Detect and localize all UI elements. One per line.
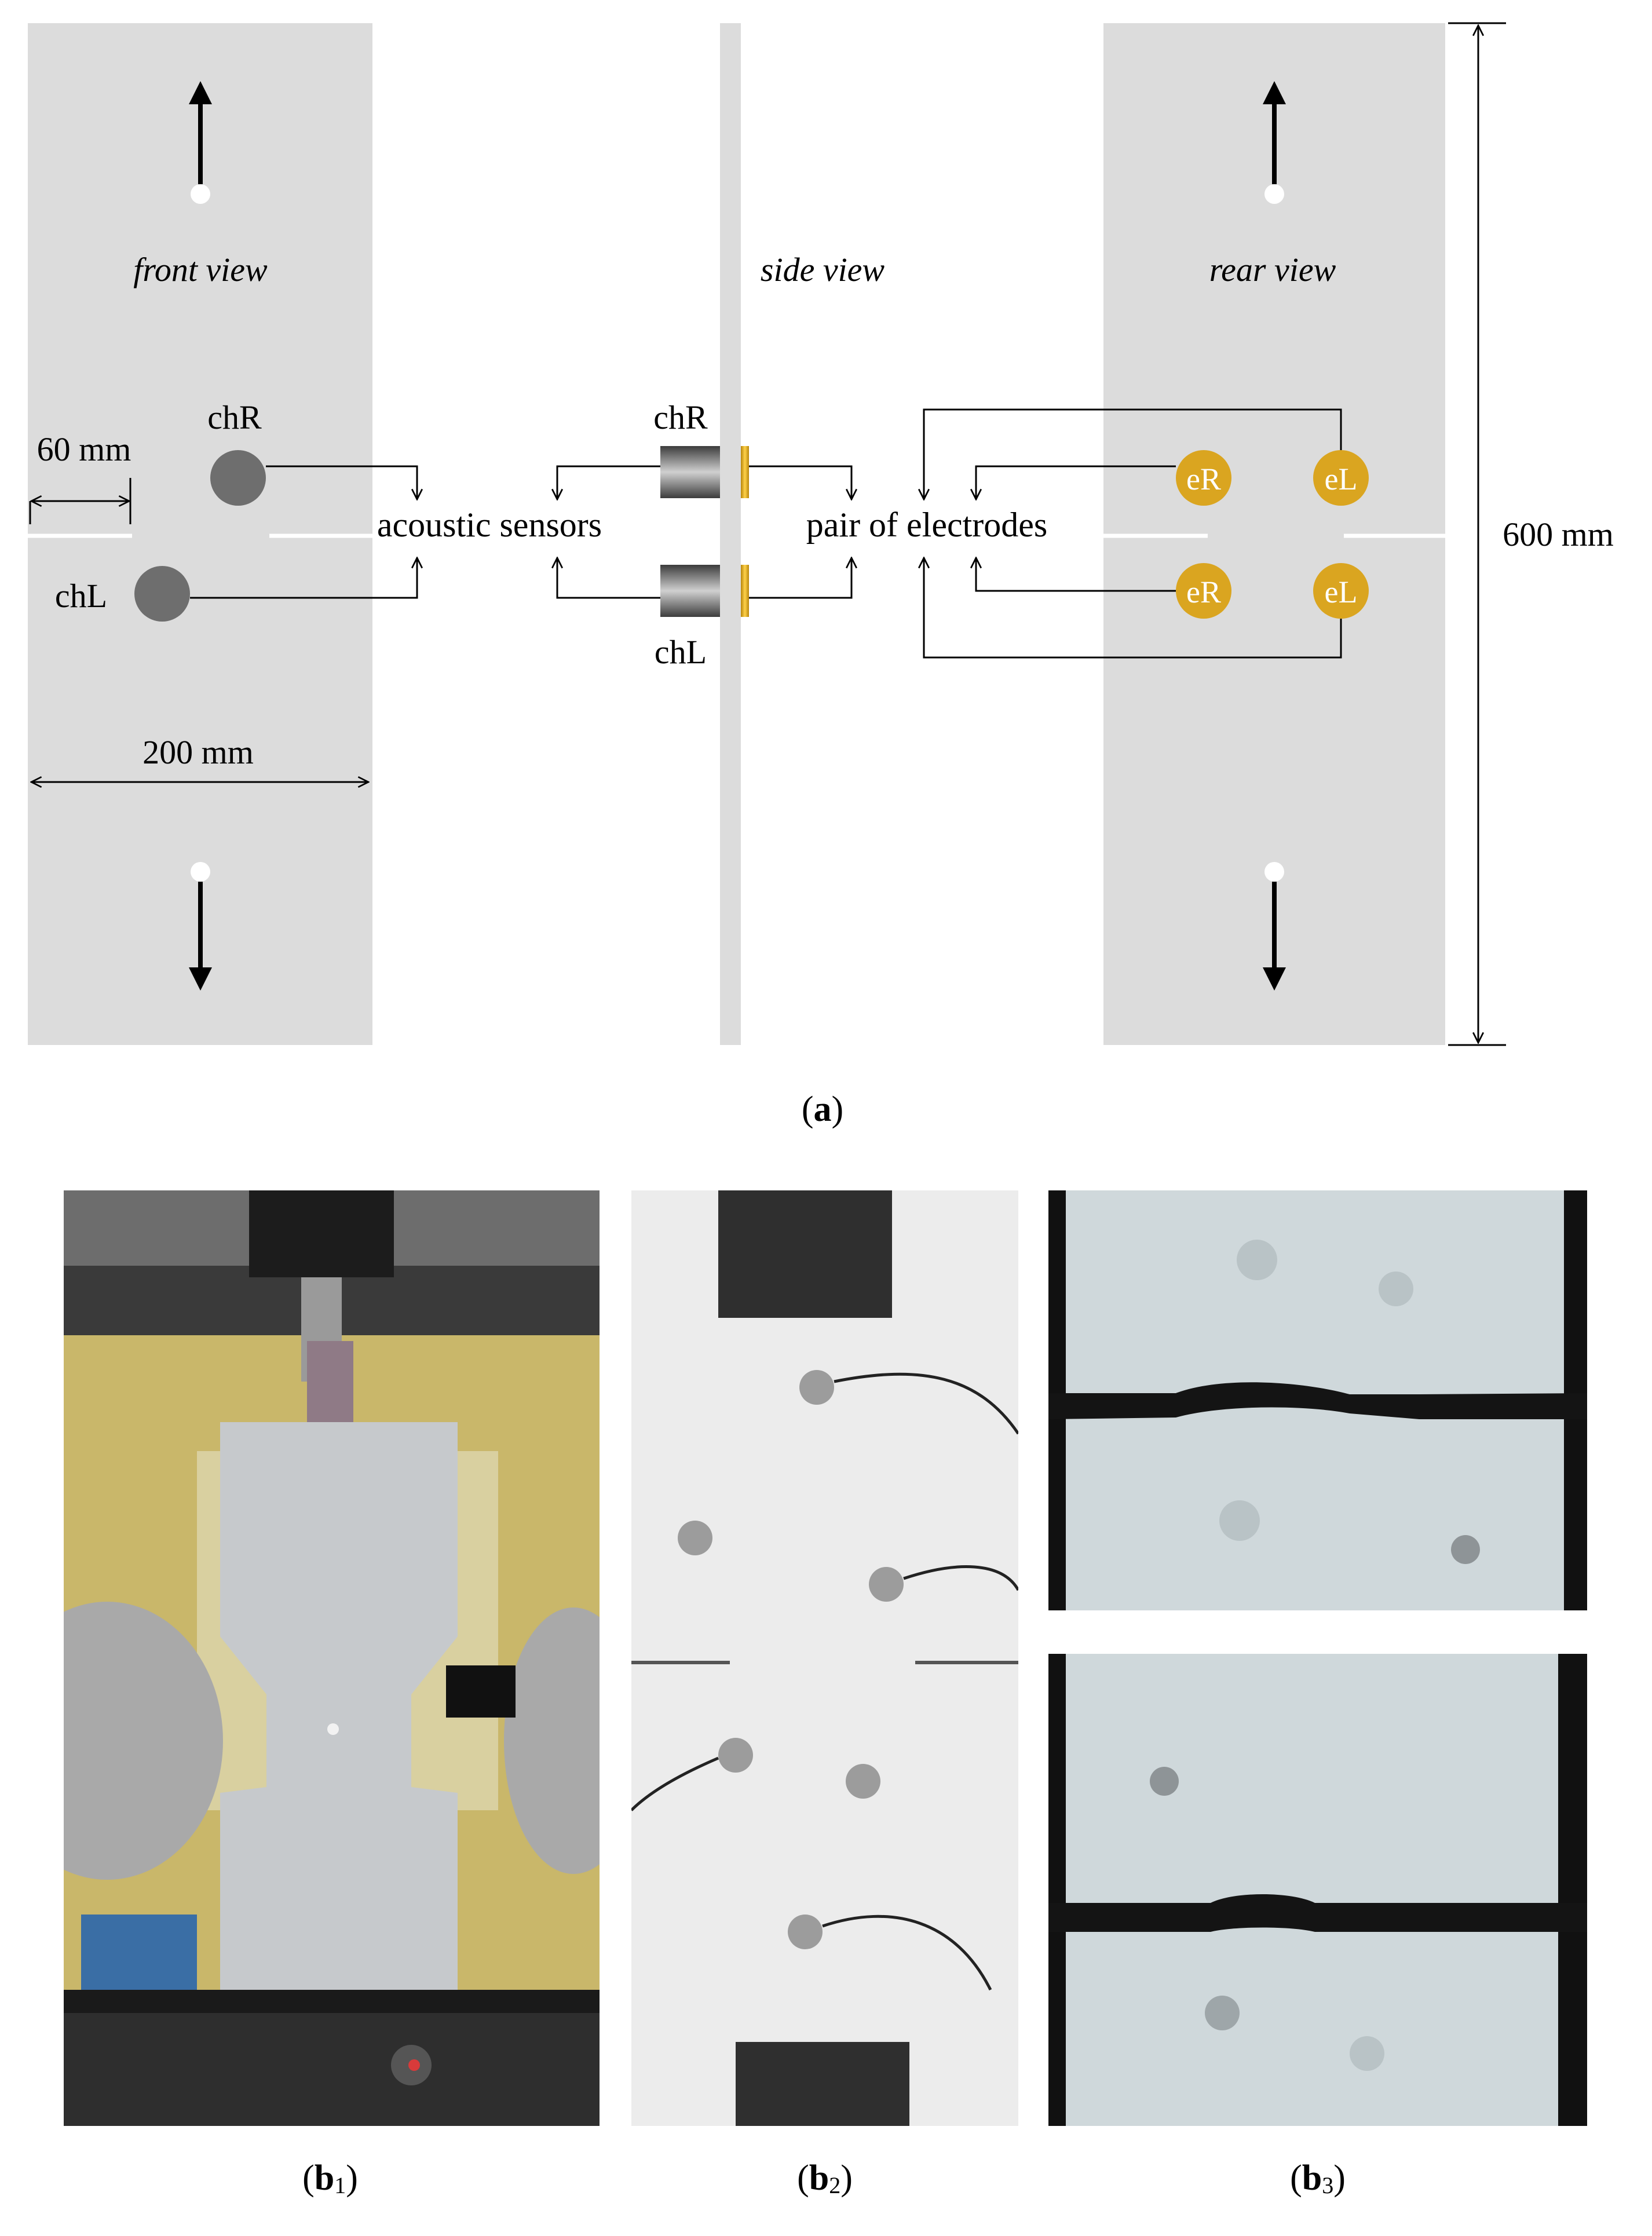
electrode-eR-bottom: [1176, 563, 1231, 619]
front-view-specimen: front view chR chL 60 mm 200 mm: [28, 23, 372, 1045]
photo-fracture-bottom: [1048, 1654, 1587, 2126]
sensor-chR-front: [210, 450, 266, 506]
sensor-chR-side: [660, 446, 720, 498]
eL-label-bottom: eL: [1325, 575, 1358, 609]
eR-label-bottom: eR: [1186, 575, 1221, 609]
caption-a: (a): [802, 1090, 843, 1129]
side-view-label: side view: [761, 251, 885, 288]
dim-200mm-label: 200 mm: [142, 733, 254, 771]
dim-60mm-label: 60 mm: [37, 430, 131, 468]
sensor-chL-front: [134, 566, 190, 622]
caption-b2: (b2): [797, 2158, 853, 2198]
electrode-eL-top: [1313, 450, 1369, 506]
load-pin-bottom: [191, 862, 210, 882]
rear-view-specimen: rear view eR eL eR eL: [1103, 23, 1445, 1045]
load-pin-top: [191, 184, 210, 204]
front-view-label: front view: [133, 251, 268, 288]
electrode-eR-top: [1176, 450, 1231, 506]
eR-label-top: eR: [1186, 462, 1221, 496]
electrode-side-bottom: [741, 565, 749, 617]
photo-fracture-top: [1048, 1190, 1587, 1610]
caption-b3: (b3): [1290, 2158, 1346, 2198]
acoustic-sensors-label: acoustic sensors: [377, 506, 602, 544]
electrode-connectors: [924, 408, 1342, 659]
dim-600mm: 600 mm: [1448, 22, 1614, 1046]
electrode-side-top: [741, 446, 749, 498]
dim-600mm-label: 600 mm: [1503, 516, 1614, 553]
photo-test-machine: [64, 1190, 600, 2126]
rear-view-label: rear view: [1209, 251, 1336, 288]
electrode-eL-bottom: [1313, 563, 1369, 619]
eL-label-top: eL: [1325, 462, 1358, 496]
acoustic-connectors: [190, 465, 851, 599]
caption-b1: (b1): [302, 2158, 358, 2198]
chL-label-side: chL: [655, 633, 707, 671]
chL-label-front: chL: [55, 577, 107, 615]
sensor-chL-side: [660, 565, 720, 617]
pair-of-electrodes-label: pair of electrodes: [806, 506, 1047, 544]
side-view-specimen: side view chR chL: [653, 23, 885, 1045]
chR-label-side: chR: [653, 399, 708, 436]
photo-sensor-closeup: [631, 1190, 1018, 2126]
chR-label-front: chR: [207, 399, 262, 436]
